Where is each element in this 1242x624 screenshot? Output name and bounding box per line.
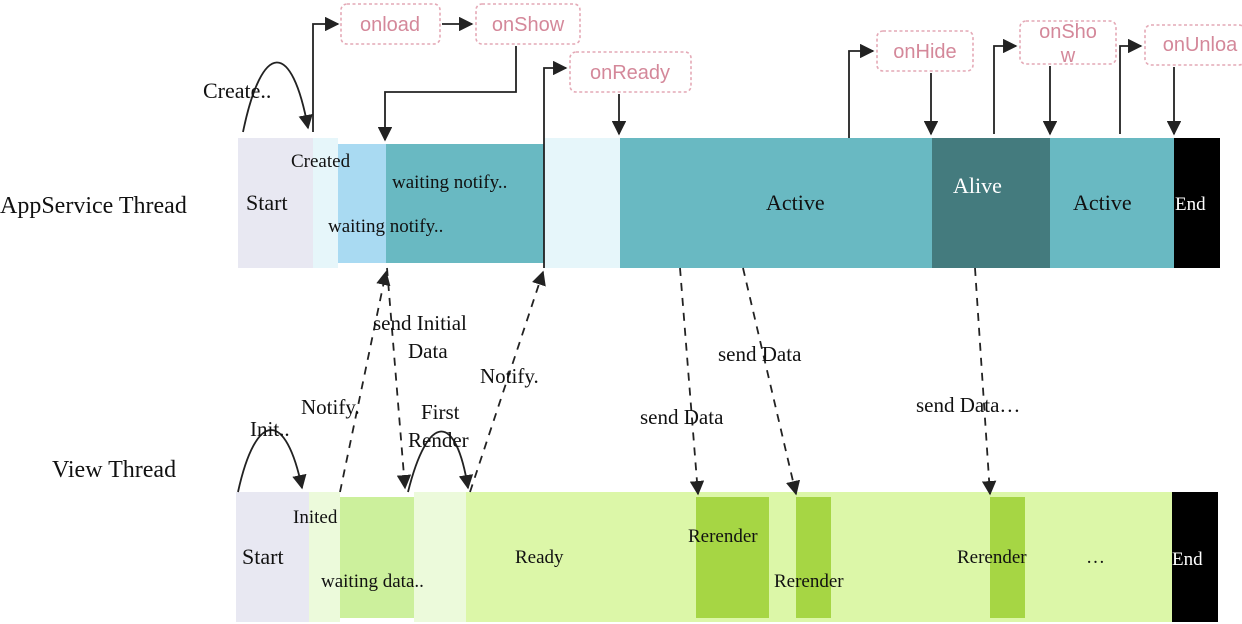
view-thread-label: View Thread — [52, 457, 176, 483]
appservice-pre-ready-segment — [544, 138, 620, 268]
event-box-onready — [569, 51, 692, 93]
appservice-active-2-segment — [1050, 138, 1174, 268]
event-box-onunload — [1144, 24, 1242, 66]
view-end-segment — [1172, 492, 1218, 622]
first-render-curve-arrow — [407, 430, 474, 493]
view-end-label: End — [1172, 549, 1203, 570]
view-rerender-block-3 — [990, 497, 1025, 618]
event-box-onshow — [475, 3, 581, 45]
appservice-start-segment — [238, 138, 313, 268]
appservice-active-2-label: Active — [1073, 190, 1132, 215]
connector-to-onready — [543, 60, 568, 268]
send-data-arrow-3 — [974, 267, 997, 496]
connector-to-onhide — [848, 43, 875, 138]
appservice-waiting-notify-label-2: waiting notify.. — [328, 216, 443, 237]
appservice-end-label: End — [1175, 194, 1206, 215]
send-data-annotation-1: send Data — [640, 405, 724, 429]
send-data-annotation-3: send Data… — [916, 393, 1020, 417]
send-initial-data-annotation-line2: Data — [408, 339, 448, 363]
event-box-onload — [340, 3, 441, 45]
event-onload-label: onload — [360, 14, 420, 36]
appservice-bar — [238, 138, 1220, 268]
view-rerender-label-2: Rerender — [774, 571, 844, 592]
appservice-end-segment — [1174, 138, 1220, 268]
connector-to-onunload — [1119, 38, 1143, 134]
view-first-render-segment — [414, 492, 466, 622]
view-ellipsis-label: … — [1086, 547, 1105, 568]
init-curve-arrow — [237, 429, 307, 493]
connector-onshow-down — [377, 46, 517, 142]
event-onshow-2-label-line2: w — [1060, 45, 1076, 67]
appservice-active-segment — [620, 138, 932, 268]
notify-annotation-1: Notify. — [301, 395, 360, 419]
first-render-annotation-line1: First — [421, 400, 460, 424]
send-initial-data-arrow — [386, 267, 412, 490]
appservice-waiting-blue-segment — [338, 144, 386, 263]
create-annotation: Create.. — [203, 78, 271, 103]
init-annotation: Init.. — [250, 417, 290, 441]
appservice-created-label: Created — [291, 151, 351, 172]
send-initial-data-annotation-line1: send Initial — [373, 311, 467, 335]
send-data-annotation-2: send Data — [718, 342, 802, 366]
event-onshow-2-label-line1: onSho — [1039, 21, 1097, 43]
first-render-annotation-line2: Render — [408, 428, 469, 452]
appservice-alive-segment — [932, 138, 1050, 268]
notify-annotation-2: Notify. — [480, 364, 539, 388]
notify-arrow-1 — [339, 270, 391, 493]
connector-to-onload — [312, 16, 340, 132]
appservice-start-label: Start — [246, 190, 288, 215]
appservice-alive-label: Alive — [953, 173, 1002, 198]
send-data-arrow-1 — [679, 267, 705, 496]
view-start-label: Start — [242, 544, 284, 569]
appservice-created-segment — [313, 138, 338, 268]
view-waiting-data-segment — [340, 497, 414, 618]
event-onhide-label: onHide — [893, 41, 956, 63]
view-rerender-block-2 — [796, 497, 831, 618]
view-bar — [236, 492, 1218, 622]
appservice-active-label: Active — [766, 190, 825, 215]
event-onunload-label: onUnloa — [1163, 34, 1238, 56]
view-start-segment — [236, 492, 309, 622]
solid-connectors — [237, 16, 1182, 493]
view-rerender-label-3: Rerender — [957, 547, 1027, 568]
view-ready-label: Ready — [515, 547, 564, 568]
view-inited-segment — [309, 492, 340, 622]
dashed-arrows — [339, 267, 997, 496]
view-rerender-label-1: Rerender — [688, 526, 758, 547]
view-waiting-data-label: waiting data.. — [321, 571, 424, 592]
event-box-onshow-2 — [1019, 20, 1117, 65]
appservice-thread-label: AppService Thread — [0, 193, 187, 219]
appservice-waiting-teal-segment — [386, 144, 544, 263]
create-curve-arrow — [242, 61, 313, 133]
event-onshow-label: onShow — [492, 14, 565, 36]
view-rerender-block-1 — [696, 497, 769, 618]
event-boxes — [340, 3, 1242, 93]
event-onready-label: onReady — [590, 62, 670, 84]
connector-to-onshow-2 — [993, 38, 1018, 134]
event-box-onhide — [876, 30, 974, 72]
send-data-arrow-2 — [742, 267, 801, 496]
view-inited-label: Inited — [293, 507, 338, 528]
appservice-waiting-notify-label-1: waiting notify.. — [392, 172, 507, 193]
